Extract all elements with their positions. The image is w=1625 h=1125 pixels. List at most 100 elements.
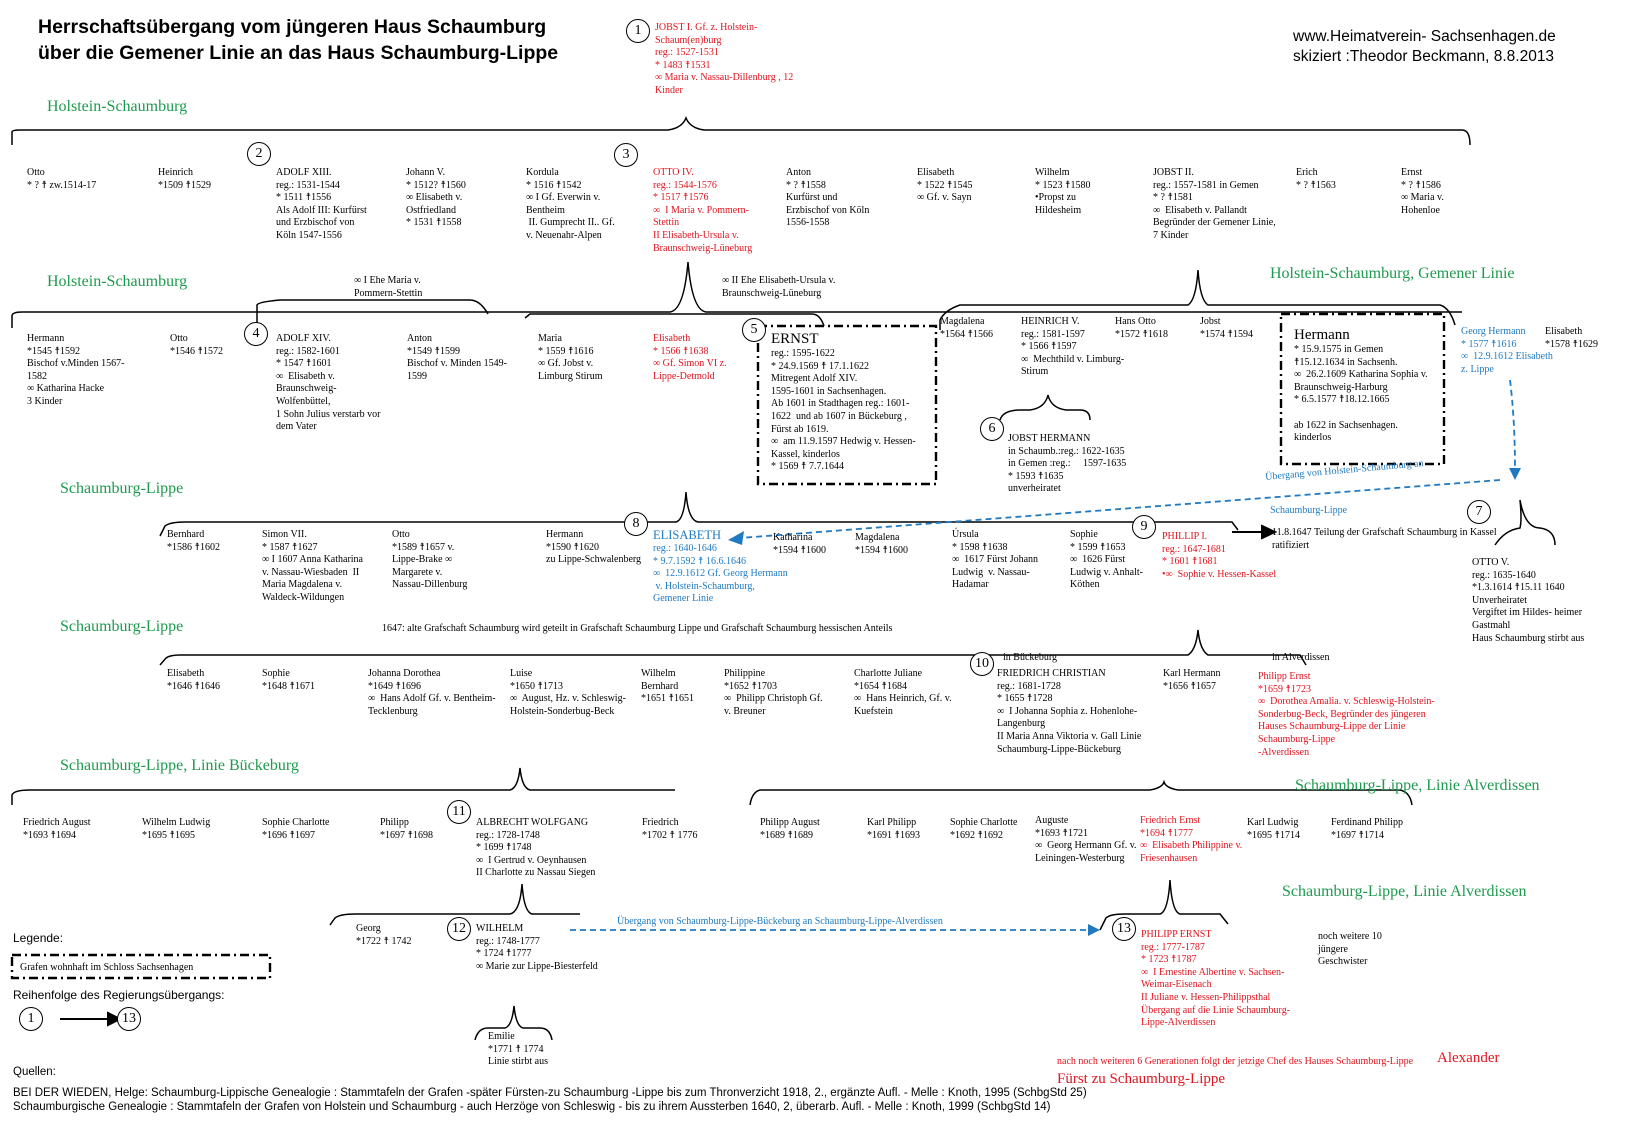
section-label: Holstein-Schaumburg, Gemener Linie [1270, 265, 1515, 282]
person-adolf-xiii: ADOLF XIII. reg.: 1531-1544 * 1511 ☨1556… [276, 167, 367, 241]
person-elisabeth-4: Elisabeth *1646 ☨1646 [167, 668, 220, 692]
person-sophie-charlotte: Sophie Charlotte *1696 ☨1697 [262, 817, 330, 841]
person-kordula: Kordula * 1516 ☨1542 ∞ I Gf. Everwin v. … [526, 167, 615, 241]
order-number: 6 [980, 417, 1004, 441]
person-friedrich-ernst: Friedrich Ernst *1694 ☨1777 ∞ Elisabeth … [1140, 815, 1243, 864]
order-number: 2 [247, 142, 271, 166]
person-auguste: Auguste *1693 ☨1721 ∞ Georg Hermann Gf. … [1035, 815, 1137, 864]
person-heinrich-v: HEINRICH V. reg.: 1581-1597 * 1566 ☨1597… [1021, 316, 1125, 378]
person-luise: Luise *1650 ☨1713 ∞ August, Hz. v. Schle… [510, 668, 626, 717]
person-otto-2: Otto *1546 ☨1572 [170, 333, 223, 357]
hermann-details: * 15.9.1575 in Gemen ☨15.12.1634 in Sach… [1294, 344, 1428, 444]
section-label: Holstein-Schaumburg [47, 98, 188, 115]
person-jobst-hermann: JOBST HERMANN in Schaumb.:reg.: 1622-163… [1008, 433, 1127, 495]
ernst-details: reg.: 1595-1622 * 24.9.1569 ☨ 17.1.1622 … [771, 348, 916, 473]
person-wilhelm: WILHELM reg.: 1748-1777 * 1724 ☨1777 ∞ M… [476, 923, 598, 972]
person-wilhelm-bernhard: Wilhelm Bernhard *1651 ☨1651 [641, 668, 694, 705]
order-number: 3 [614, 143, 638, 167]
person-johann-v: Johann V. * 1512? ☨1560 ∞ Elisabeth v. O… [406, 167, 466, 229]
author-line: skiziert :Theodor Beckmann, 8.8.2013 [1293, 48, 1555, 65]
legend-to-number: 13 [117, 1007, 141, 1031]
order-number: 12 [447, 917, 471, 941]
person-otto: Otto * ? ☨ zw.1514-17 [27, 167, 97, 191]
elisabeth-name: ELISABETH [653, 528, 722, 542]
person-ernst: Ernst * ? ☨1586 ∞ Maria v. Hohenloe [1401, 167, 1444, 216]
siblings-note: noch weitere 10 jüngere Geschwister [1318, 931, 1382, 968]
person-hermann: Hermann *1545 ☨1592 Bischof v.Minden 156… [27, 333, 125, 407]
source-line: BEI DER WIEDEN, Helge: Schaumburg-Lippis… [13, 1086, 1087, 1099]
order-number: 9 [1132, 515, 1156, 539]
marriage-note: ∞ II Ehe Elisabeth-Ursula v. Braunschwei… [722, 275, 836, 299]
sources-title: Quellen: [13, 1066, 56, 1078]
person-elisabeth-2: Elisabeth * 1566 ☨1638 ∞ Gf. Simon VI z.… [653, 333, 727, 382]
section-label: Holstein-Schaumburg [47, 273, 188, 290]
partition-note: 11.8.1647 Teilung der Grafschaft Schaumb… [1272, 527, 1497, 551]
source-line: Schaumburgische Genealogie : Stammtafeln… [13, 1101, 1051, 1113]
person-otto-iv: OTTO IV. reg.: 1544-1576 * 1517 ☨1576 ∞ … [653, 167, 753, 254]
order-number: 4 [244, 322, 268, 346]
elisabeth-details: reg.: 1640-1646 * 9.7.1592 ☨ 16.6.1646 ∞… [653, 543, 788, 605]
person-philipp: Philipp *1697 ☨1698 [380, 817, 433, 841]
transfer-note: Schaumburg-Lippe [1270, 505, 1348, 516]
person-georg-hermann: Georg Hermann * 1577 ☨1616 ∞ 12.9.1612 E… [1461, 326, 1553, 375]
person-anton-2: Anton *1549 ☨1599 Bischof v. Minden 1549… [407, 333, 507, 382]
legend-from-number: 1 [19, 1007, 43, 1031]
sources: Quellen: BEI DER WIEDEN, Helge: Schaumbu… [13, 1065, 1087, 1115]
section-label: Schaumburg-Lippe, Linie Bückeburg [60, 757, 299, 774]
final-name: Alexander [1437, 1050, 1500, 1066]
person-erich: Erich * ? ☨1563 [1296, 167, 1336, 191]
person-philippine: Philippine *1652 ☨1703 ∞ Philipp Christo… [724, 668, 823, 717]
person-emilie: Emilie *1771 ☨ 1774 Linie stirbt aus [488, 1031, 548, 1068]
partition-statement: 1647: alte Grafschaft Schaumburg wird ge… [382, 623, 893, 634]
person-magdalena-2: Magdalena *1594 ☨1600 [855, 532, 908, 556]
person-anton: Anton * ? ☨1558 Kurfürst und Erzbischof … [786, 167, 870, 229]
person-elisabeth-3: Elisabeth *1578 ☨1629 [1545, 326, 1598, 350]
person-ferdinand-philipp: Ferdinand Philipp *1697 ☨1714 [1331, 817, 1403, 841]
person-hans-otto: Hans Otto *1572 ☨1618 [1115, 316, 1168, 340]
person-sophie-2: Sophie *1648 ☨1671 [262, 668, 315, 692]
person-jobst: Jobst *1574 ☨1594 [1200, 316, 1253, 340]
person-heinrich: Heinrich *1509 ☨1529 [158, 167, 211, 191]
person-magdalena: Magdalena *1564 ☨1566 [940, 316, 993, 340]
order-number: 13 [1112, 917, 1136, 941]
marriage-note: ∞ I Ehe Maria v. Pommern-Stettin [354, 275, 423, 299]
person-hermann-box: Hermann * 15.9.1575 in Gemen ☨15.12.1634… [1294, 326, 1428, 445]
person-sophie-charlotte-2: Sophie Charlotte *1692 ☨1692 [950, 817, 1018, 841]
person-elisabeth: Elisabeth * 1522 ☨1545 ∞ Gf. v. Sayn [917, 167, 973, 204]
section-label: Schaumburg-Lippe, Linie Alverdissen [1295, 777, 1540, 794]
person-philipp-august: Philipp August *1689 ☨1689 [760, 817, 820, 841]
legend-box-label: Grafen wohnhaft im Schloss Sachsenhagen [20, 962, 194, 973]
person-karl-ludwig: Karl Ludwig *1695 ☨1714 [1247, 817, 1300, 841]
order-number: 8 [624, 512, 648, 536]
website-link[interactable]: www.Heimatverein- Sachsenhagen.de [1293, 28, 1556, 45]
person-otto-3: Otto *1589 ☨1657 v. Lippe-Brake ∞ Margar… [392, 529, 468, 591]
person-karl-hermann: Karl Hermann *1656 ☨1657 [1163, 668, 1221, 692]
section-label: Schaumburg-Lippe [60, 480, 184, 497]
person-sophie: Sophie * 1599 ☨1653 ∞ 1626 Fürst Ludwig … [1070, 529, 1143, 591]
person-phillip-i: PHILLIP I. reg.: 1647-1681 * 1601 ☨1681 … [1162, 531, 1277, 580]
person-simon-vii: Simon VII. * 1587 ☨1627 ∞ I 1607 Anna Ka… [262, 529, 363, 603]
order-number: 1 [626, 19, 650, 43]
person-hermann-3: Hermann *1590 ☨1620 zu Lippe-Schwalenber… [546, 529, 642, 566]
header-right: www.Heimatverein- Sachsenhagen.de skizie… [1293, 27, 1556, 67]
section-label: Schaumburg-Lippe, Linie Alverdissen [1282, 883, 1527, 900]
person-adolf-xiv: ADOLF XIV. reg.: 1582-1601 * 1547 ☨1601 … [276, 333, 381, 433]
person-ursula: Úrsula * 1598 ☨1638 ∞ 1617 Fürst Johann … [952, 529, 1039, 591]
final-title: Fürst zu Schaumburg-Lippe [1057, 1071, 1226, 1087]
title-line2: über die Gemener Linie an das Haus Schau… [38, 42, 559, 64]
person-ernst-box: ERNST reg.: 1595-1622 * 24.9.1569 ☨ 17.1… [771, 330, 916, 474]
person-friedrich-august: Friedrich August *1693 ☨1694 [23, 817, 91, 841]
person-maria: Maria * 1559 ☨1616 ∞ Gf. Jobst v. Limbur… [538, 333, 603, 382]
title-line1: Herrschaftsübergang vom jüngeren Haus Sc… [38, 16, 547, 38]
order-number: 5 [742, 318, 766, 342]
person-otto-v: OTTO V. reg.: 1635-1640 *1.3.1614 ☨15.11… [1472, 557, 1585, 644]
page-title: Herrschaftsübergang vom jüngeren Haus Sc… [38, 14, 558, 66]
person-albrecht-wolfgang: ALBRECHT WOLFGANG reg.: 1728-1748 * 1699… [476, 817, 596, 879]
transfer-note: Übergang von Schaumburg-Lippe-Bückeburg … [617, 916, 943, 927]
person-jobst-1: JOBST I. Gf. z. Holstein- Schaum(en)burg… [655, 22, 794, 96]
person-katharina: Katharina *1594 ☨1600 [773, 532, 826, 556]
person-wilhelm-ludwig: Wilhelm Ludwig *1695 ☨1695 [142, 817, 211, 841]
person-friedrich: Friedrich *1702 ☨ 1776 [642, 817, 698, 841]
person-bernhard: Bernhard *1586 ☨1602 [167, 529, 220, 553]
